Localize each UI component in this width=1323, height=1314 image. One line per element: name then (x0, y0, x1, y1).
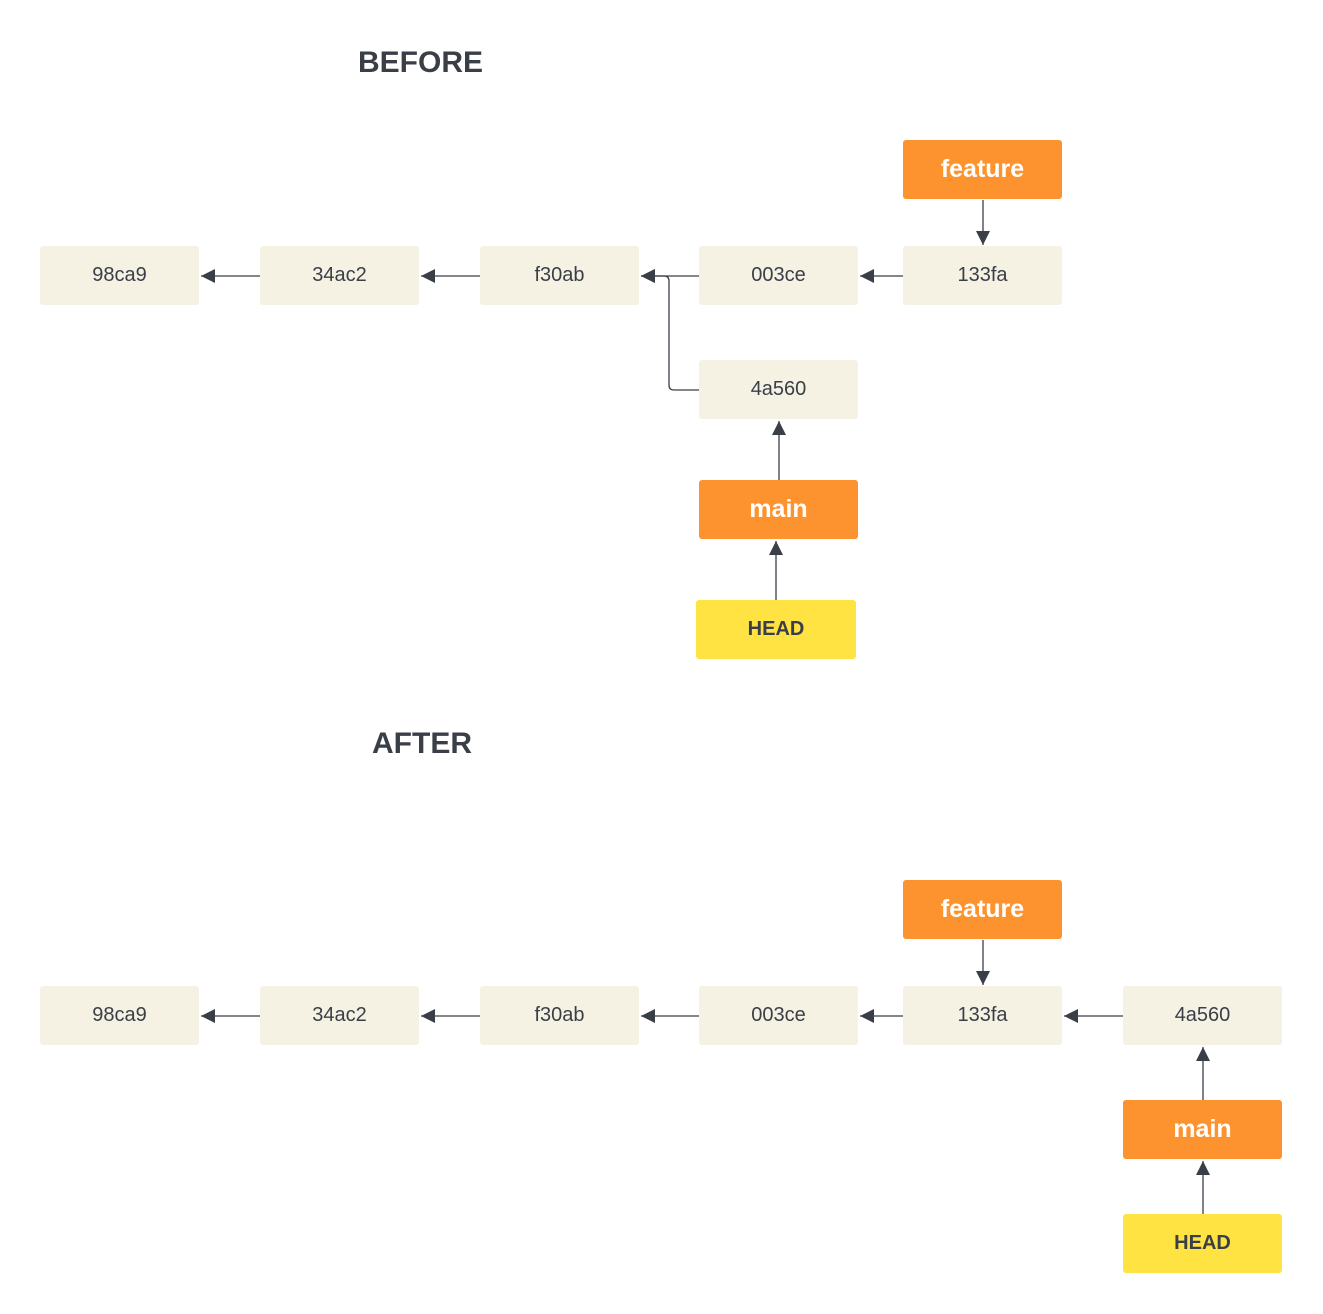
after-branch-feature: feature (903, 880, 1062, 939)
after-commit-003ce: 003ce (699, 986, 858, 1045)
before-commit-4a560: 4a560 (699, 360, 858, 419)
after-commit-34ac2: 34ac2 (260, 986, 419, 1045)
before-title: BEFORE (358, 46, 484, 79)
after-commit-f30ab: f30ab (480, 986, 639, 1045)
after-commit-98ca9: 98ca9 (40, 986, 199, 1045)
before-commit-133fa: 133fa (903, 246, 1062, 305)
after-commit-133fa: 133fa (903, 986, 1062, 1045)
before-head: HEAD (696, 600, 856, 659)
before-branch-feature: feature (903, 140, 1062, 199)
after-commit-4a560: 4a560 (1123, 986, 1282, 1045)
before-commit-003ce: 003ce (699, 246, 858, 305)
before-commit-98ca9: 98ca9 (40, 246, 199, 305)
after-title: AFTER (372, 727, 472, 760)
after-head: HEAD (1123, 1214, 1282, 1273)
arrow-before-4a560-to-f30ab (641, 269, 699, 391)
after-branch-main: main (1123, 1100, 1282, 1159)
before-commit-f30ab: f30ab (480, 246, 639, 305)
before-commit-34ac2: 34ac2 (260, 246, 419, 305)
before-branch-main: main (699, 480, 858, 539)
